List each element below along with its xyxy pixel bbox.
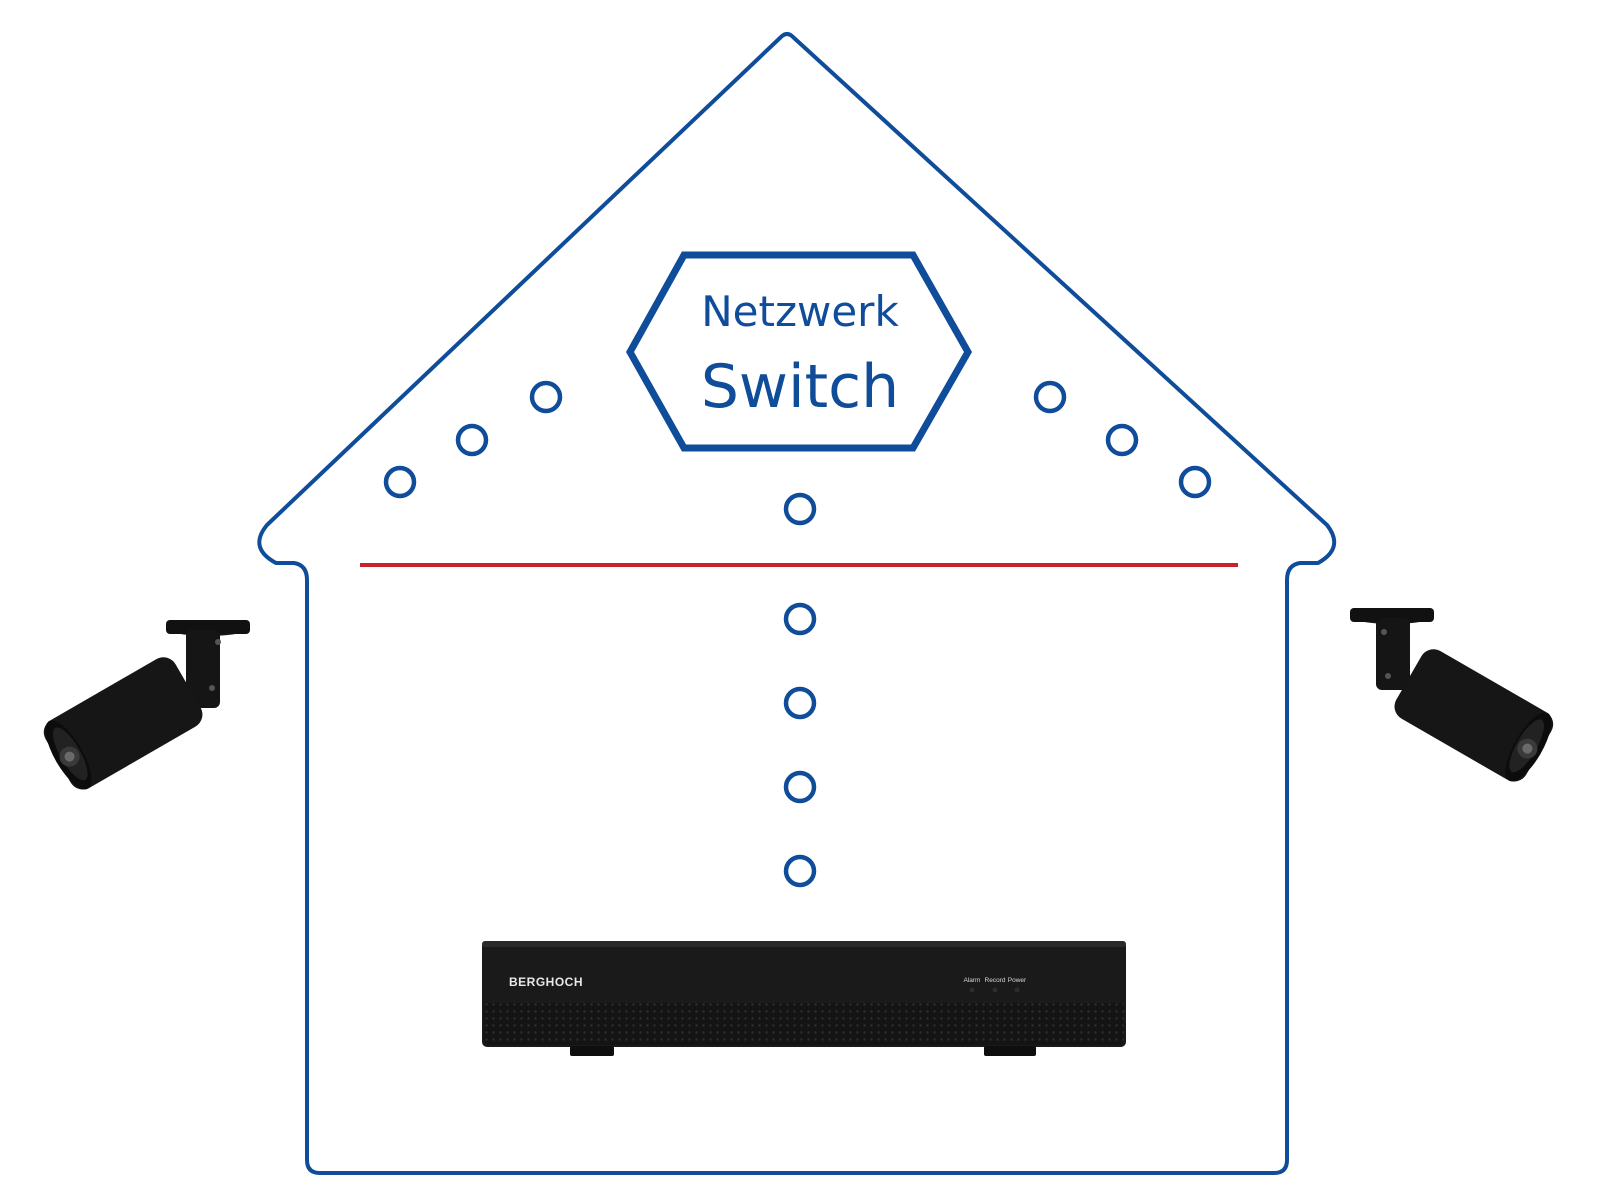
- left-roof-connection-dots: [383, 380, 563, 499]
- connection-dot: [783, 492, 817, 526]
- switch-label-line2: Switch: [701, 352, 899, 422]
- house-outline: [257, 32, 1337, 1175]
- connection-dot: [783, 686, 817, 720]
- connection-dot: [783, 602, 817, 636]
- recorder-indicator-alarm: Alarm: [964, 977, 981, 984]
- record-led-icon: [992, 987, 998, 993]
- recorder-indicator-record: Record: [985, 977, 1006, 984]
- connection-dot: [1178, 465, 1212, 499]
- recorder-indicator-power: Power: [1008, 977, 1027, 984]
- power-led-icon: [1014, 987, 1020, 993]
- switch-label-line1: Netzwerk: [701, 287, 899, 336]
- connection-dot: [783, 770, 817, 804]
- alarm-led-icon: [969, 987, 975, 993]
- connection-dot: [455, 423, 489, 457]
- connection-dot: [383, 465, 417, 499]
- right-roof-connection-dots: [1033, 380, 1212, 499]
- center-connection-dots: [783, 492, 817, 888]
- network-video-recorder: BERGHOCH Alarm Record Power: [482, 941, 1126, 1056]
- bullet-camera-icon: [43, 620, 250, 790]
- recorder-brand-label: BERGHOCH: [509, 975, 583, 989]
- connection-dot: [1105, 423, 1139, 457]
- bullet-camera-icon: [1350, 608, 1554, 782]
- connection-dot: [529, 380, 563, 414]
- connection-dot: [783, 854, 817, 888]
- network-switch-hexagon: [625, 251, 973, 452]
- connection-dot: [1033, 380, 1067, 414]
